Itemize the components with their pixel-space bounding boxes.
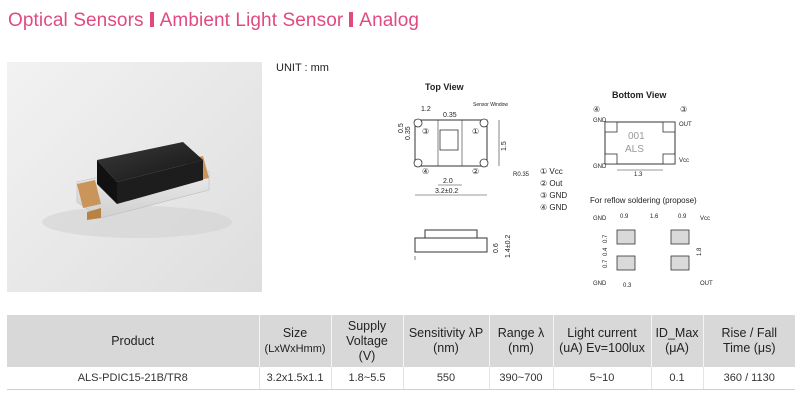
title-separator bbox=[349, 12, 354, 27]
title-segment-ambient-light-sensor: Ambient Light Sensor bbox=[159, 10, 344, 31]
cell-light-current: 5~10 bbox=[553, 367, 652, 390]
top-dim-7: 3.2±0.2 bbox=[435, 188, 458, 195]
product-photo bbox=[7, 62, 262, 292]
cell-sensitivity: 550 bbox=[403, 367, 490, 390]
reflow-dim-bottom: 0.3 bbox=[623, 283, 632, 289]
reflow-title: For reflow soldering (propose) bbox=[590, 196, 697, 205]
bottom-pin-3: ③ bbox=[680, 105, 687, 114]
title-separator bbox=[149, 12, 154, 27]
title-segment-analog: Analog bbox=[359, 10, 420, 31]
top-dim-3: 0.5 bbox=[398, 123, 405, 133]
bottom-marking-1: 001 bbox=[628, 131, 645, 142]
reflow-dim-top-3: 0.9 bbox=[678, 214, 687, 220]
bottom-pad-bl: GND bbox=[593, 164, 607, 170]
sensor-chip-image bbox=[42, 142, 232, 238]
col-header-range: Range λ(nm) bbox=[489, 315, 554, 367]
cell-rise-fall: 360 / 1130 bbox=[703, 367, 795, 390]
bottom-pad-br: Vcc bbox=[679, 158, 689, 164]
cell-range: 390~700 bbox=[489, 367, 554, 390]
col-header-supply-voltage: Supply Voltage(V) bbox=[331, 315, 404, 367]
bottom-pin-4: ④ bbox=[593, 105, 600, 114]
reflow-dim-left-1: 0.7 bbox=[603, 234, 609, 243]
top-dim-6: 2.0 bbox=[443, 178, 453, 185]
reflow-dim-top-2: 1.6 bbox=[650, 214, 659, 220]
bottom-view-title: Bottom View bbox=[612, 90, 667, 100]
reflow-label-bl: GND bbox=[593, 281, 607, 287]
cell-supply-voltage: 1.8~5.5 bbox=[331, 367, 404, 390]
title-segment-optical-sensors: Optical Sensors bbox=[8, 10, 144, 31]
dimension-drawing: Top View 1.2 0.35 Sensor Window 0.5 0.35… bbox=[398, 82, 713, 289]
pin-marker-2: ② bbox=[472, 167, 479, 176]
bottom-pad-tr: OUT bbox=[679, 122, 692, 128]
sensor-window-label: Sensor Window bbox=[473, 102, 508, 108]
reflow-dim-left-3: 0.7 bbox=[603, 259, 609, 268]
top-dim-4: 0.35 bbox=[405, 126, 412, 140]
unit-label: UNIT : mm bbox=[276, 62, 329, 74]
top-dim-5: 1.5 bbox=[501, 141, 508, 151]
reflow-label-tr: Vcc bbox=[700, 216, 710, 222]
reflow-label-tl: GND bbox=[593, 216, 607, 222]
col-header-light-current: Light current(uA) Ev=100lux bbox=[553, 315, 652, 367]
pin-legend-4: ④ GND bbox=[540, 203, 567, 212]
side-dim-2: 1.4±0.2 bbox=[505, 235, 512, 258]
top-dim-1: 1.2 bbox=[421, 106, 431, 113]
col-header-product: Product bbox=[7, 315, 260, 367]
reflow-dim-left-2: 0.4 bbox=[603, 247, 609, 256]
pin-legend-2: ② Out bbox=[540, 179, 563, 188]
radius-label: R0.35 bbox=[513, 172, 530, 178]
top-view-title: Top View bbox=[425, 82, 465, 92]
pin-legend-3: ③ GND bbox=[540, 191, 567, 200]
bottom-pad-tl: GND bbox=[593, 118, 607, 124]
col-header-size: Size(LxWxHmm) bbox=[259, 315, 332, 367]
cell-size: 3.2x1.5x1.1 bbox=[259, 367, 332, 390]
col-header-sensitivity: Sensitivity λP(nm) bbox=[403, 315, 490, 367]
top-dim-2: 0.35 bbox=[443, 112, 457, 119]
col-header-id-max: ID_Max(μA) bbox=[651, 315, 704, 367]
cell-id-max: 0.1 bbox=[651, 367, 704, 390]
table-header-row: Product Size(LxWxHmm) Supply Voltage(V) … bbox=[7, 315, 795, 367]
pin-legend-1: ① Vcc bbox=[540, 167, 563, 176]
reflow-dim-right: 1.8 bbox=[697, 247, 703, 256]
reflow-dim-top-1: 0.9 bbox=[620, 214, 629, 220]
side-dim-1: 0.6 bbox=[493, 243, 500, 253]
bottom-dim: 1.3 bbox=[634, 172, 643, 178]
bottom-marking-2: ALS bbox=[625, 144, 644, 155]
pin-marker-3: ③ bbox=[422, 127, 429, 136]
pin-marker-1: ① bbox=[472, 127, 479, 136]
spec-table: Product Size(LxWxHmm) Supply Voltage(V) … bbox=[7, 315, 795, 390]
table-row: ALS-PDIC15-21B/TR8 3.2x1.5x1.1 1.8~5.5 5… bbox=[7, 367, 795, 390]
page-title: Optical Sensors Ambient Light Sensor Analo… bbox=[8, 10, 419, 32]
pin-marker-4: ④ bbox=[422, 167, 429, 176]
reflow-label-br: OUT bbox=[700, 281, 713, 287]
cell-product: ALS-PDIC15-21B/TR8 bbox=[7, 367, 260, 390]
